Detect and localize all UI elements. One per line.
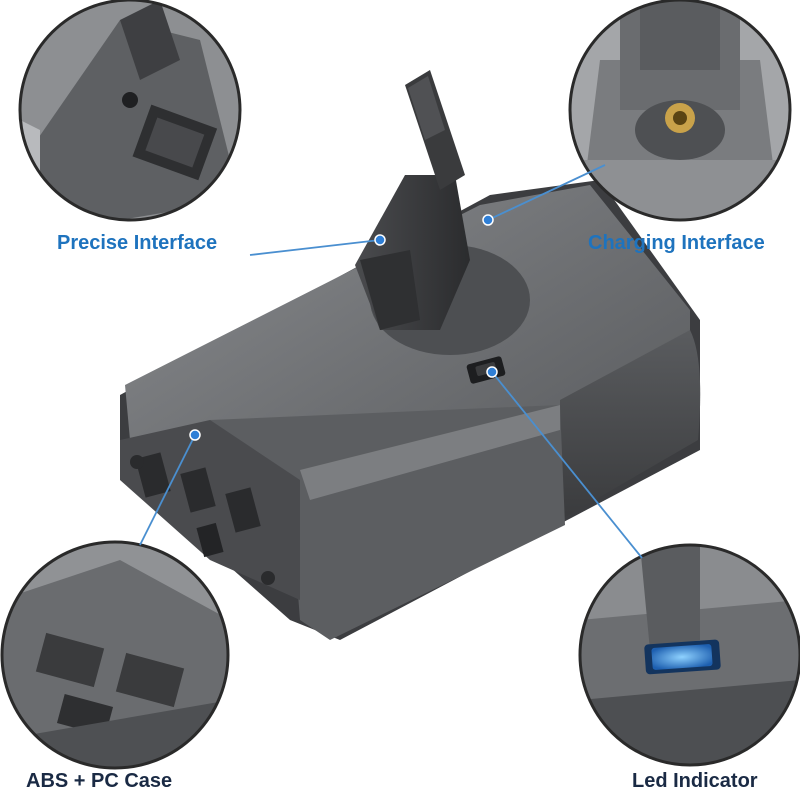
detail-circle-charging	[568, 0, 792, 222]
detail-circle-precise	[18, 0, 242, 222]
leader-lines	[139, 164, 643, 559]
label-precise-interface: Precise Interface	[57, 232, 218, 254]
label-led-indicator: Led Indicator	[632, 770, 758, 792]
label-charging-interface: Charging Interface	[588, 232, 765, 254]
label-abs-pc-case: ABS + PC Case	[26, 770, 173, 792]
detail-circle-case	[0, 540, 230, 770]
battery-body	[120, 70, 701, 640]
detail-circle-led	[578, 543, 800, 767]
leader-dots	[189, 214, 498, 441]
